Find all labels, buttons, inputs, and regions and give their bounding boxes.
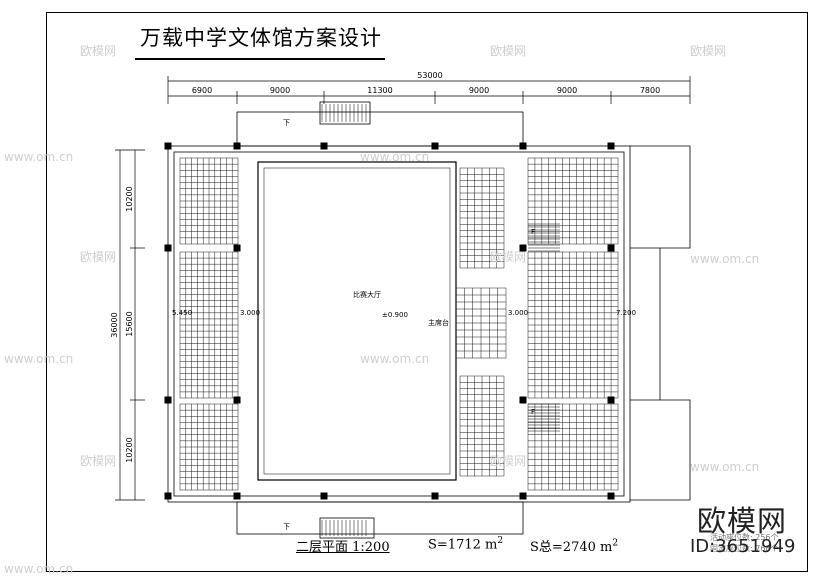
watermark-logo: 欧模网: [690, 44, 727, 58]
watermark-logo: 欧模网: [490, 44, 527, 58]
stair-label-lower: F: [531, 408, 535, 416]
watermark-id: ID:3651949: [690, 536, 796, 557]
note-movable-seats: 活动座位数: 256个: [710, 533, 779, 542]
watermark-site: www.om.cn: [360, 150, 430, 164]
column: [233, 396, 241, 404]
column: [607, 492, 615, 500]
dim-depth-3: 10200: [125, 437, 134, 462]
column: [431, 492, 439, 500]
watermark-logo: 欧模网: [80, 454, 117, 468]
stair-down-bottom: 下: [283, 523, 290, 531]
watermark-brand: 欧模网: [697, 504, 788, 538]
column: [233, 142, 241, 150]
watermark-logo: 欧模网: [490, 250, 527, 264]
column: [164, 396, 172, 404]
title-underline: [135, 58, 385, 60]
dimension-labels: 53000 6900 9000 11300 9000 9000 7800 360…: [110, 71, 660, 463]
level-left-inner: 3.000: [240, 309, 260, 317]
dim-bay-1: 6900: [192, 86, 212, 95]
watermark-site: www.om.cn: [4, 562, 74, 576]
drawing-frame: [46, 12, 808, 572]
seat-block: [527, 251, 619, 399]
structural-columns: [164, 142, 615, 500]
column: [519, 492, 527, 500]
hall-label: 比赛大厅: [353, 290, 381, 299]
column: [320, 142, 328, 150]
total-area: S总=2740 m2: [530, 536, 618, 555]
dim-bay-5: 9000: [557, 86, 577, 95]
plan-labels: 比赛大厅 主席台 ±0.900 5.450 3.000 3.000 7.200 …: [172, 119, 636, 531]
seat-block: [527, 157, 619, 245]
dim-depth-1: 10200: [125, 186, 134, 211]
watermark-site: www.om.cn: [4, 150, 74, 164]
column: [320, 492, 328, 500]
column: [607, 142, 615, 150]
watermark-logo: 欧模网: [80, 250, 117, 264]
watermark-site: www.om.cn: [4, 352, 74, 366]
column: [519, 142, 527, 150]
seat-block: [527, 403, 619, 491]
column: [519, 396, 527, 404]
dim-bay-6: 7800: [640, 86, 660, 95]
level-left-outer: 5.450: [172, 309, 192, 317]
dim-overall-width: 53000: [417, 71, 442, 80]
column: [607, 244, 615, 252]
dim-bay-4: 9000: [469, 86, 489, 95]
seating-blocks: [179, 157, 619, 491]
floor-area-sup: 2: [497, 536, 504, 546]
total-area-text: S总=2740 m: [530, 540, 613, 555]
seat-block: [179, 157, 239, 245]
plan-name: 二层平面 1:200: [296, 540, 390, 555]
drawing-title: 万载中学文体馆方案设计: [140, 26, 382, 50]
seat-block: [459, 167, 505, 269]
stair-label-upper: F: [531, 228, 535, 236]
column: [519, 244, 527, 252]
floor-area: S=1712 m2: [428, 536, 503, 552]
watermark-logo: 欧模网: [80, 44, 117, 58]
dim-overall-depth: 36000: [110, 312, 119, 337]
column: [431, 142, 439, 150]
level-right-outer: 7.200: [616, 309, 636, 317]
podium-label: 主席台: [428, 318, 449, 327]
seat-block: [455, 287, 507, 359]
seat-block: [179, 251, 239, 399]
column: [164, 142, 172, 150]
stair-down-top: 下: [283, 119, 290, 127]
stair-treads: [321, 104, 560, 536]
dim-bay-2: 9000: [270, 86, 290, 95]
column: [164, 492, 172, 500]
floor-area-text: S=1712 m: [428, 537, 498, 553]
dimension-lines: [115, 76, 691, 501]
column: [164, 244, 172, 252]
watermark-site: www.om.cn: [690, 252, 760, 266]
level-center: ±0.900: [382, 311, 408, 319]
column: [233, 492, 241, 500]
total-area-sup: 2: [612, 538, 619, 549]
seat-block: [179, 403, 239, 491]
column: [607, 396, 615, 404]
note-fixed-seats: 固定座位数: 768个: [710, 544, 779, 553]
seat-block: [459, 375, 505, 477]
watermark-site: www.om.cn: [360, 352, 430, 366]
watermark-site: www.om.cn: [690, 460, 760, 474]
level-right-inner: 3.000: [508, 309, 528, 317]
dim-bay-3: 11300: [367, 86, 392, 95]
column: [233, 244, 241, 252]
watermark-logo: 欧模网: [490, 454, 527, 468]
dim-depth-2: 15600: [125, 311, 134, 336]
